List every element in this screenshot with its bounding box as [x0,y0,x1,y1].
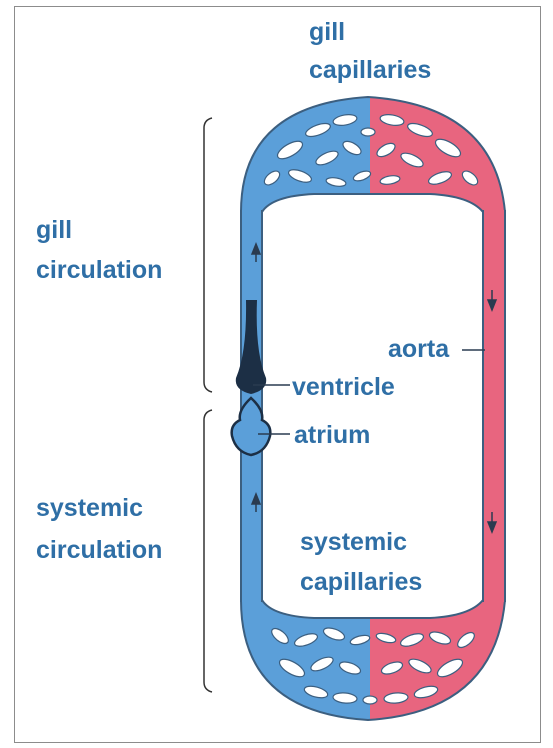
gill-capillary-bed [241,97,505,212]
gill-circulation-label-line1: gill [36,216,72,244]
aorta-label: aorta [388,335,450,363]
atrium-shape [232,398,271,455]
systemic-circulation-label-line2: circulation [36,536,162,564]
gill-capillaries-label-line1: gill [309,18,345,46]
systemic-circulation-label-line1: systemic [36,494,143,522]
gill-circulation-bracket [204,118,212,392]
ventricle-label: ventricle [292,373,395,401]
systemic-capillaries-label-line2: capillaries [300,568,422,596]
oxygenated-vessel [483,210,505,602]
systemic-capillaries-label-line1: systemic [300,528,407,556]
gill-capillaries-label-line2: capillaries [309,56,431,84]
gill-circulation-label-line2: circulation [36,256,162,284]
atrium-label: atrium [294,421,370,449]
systemic-circulation-bracket [204,410,212,692]
systemic-capillary-bed [241,600,505,720]
